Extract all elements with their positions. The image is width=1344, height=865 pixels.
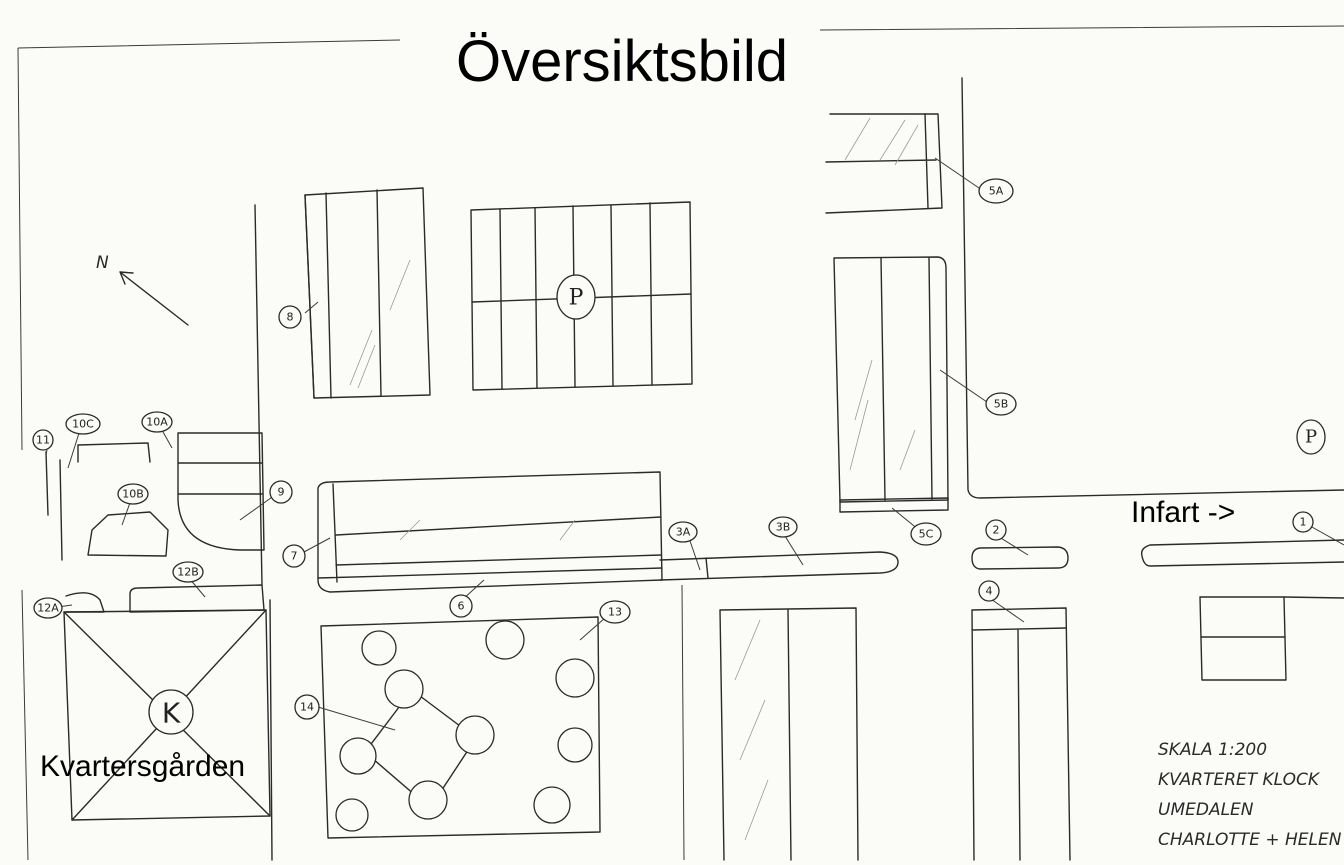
building-3a-3b [659,551,899,581]
marker-3a: 3A [668,521,698,543]
courtyard-label: Kvartersgården [40,750,246,783]
marker-label: 14 [300,701,314,714]
property-borders [17,25,1344,861]
marker-11: 11 [32,429,54,451]
marker-label: 5B [994,398,1009,411]
north-arrow: N [96,253,189,326]
parking-lot-east: P [1296,419,1326,455]
drawing-notes: SKALA 1:200 KVARTERET KLOCK UMEDALEN CHA… [1158,735,1341,855]
parking-symbol-east: P [1305,427,1317,448]
buildings-12 [65,584,265,613]
parking-lot-main: P [470,201,693,391]
marker-6: 6 [449,594,473,618]
marker-10a: 10A [141,411,173,433]
marker-label: 8 [287,311,294,324]
marker-label: 2 [993,524,1000,537]
marker-label: 13 [608,606,622,619]
marker-label: 9 [278,486,285,499]
marker-label: 3A [676,526,691,539]
buildings-10-11 [45,442,169,561]
marker-7: 7 [282,544,306,568]
marker-9: 9 [269,480,293,504]
courtyard-symbol: K [162,697,181,730]
marker-1: 1 [1292,511,1314,533]
marker-label: 5C [919,528,934,541]
marker-label: 12B [177,566,199,579]
marker-5a: 5A [978,178,1014,204]
authors-note: CHARLOTTE + HELEN [1158,830,1342,850]
trees [335,620,595,832]
building-6-7 [317,471,663,593]
marker-label: 11 [36,434,50,447]
marker-3b: 3B [768,516,798,538]
area-note: UMEDALEN [1158,800,1254,820]
building-east [1199,596,1344,681]
building-1 [1140,539,1344,567]
building-8 [304,187,431,399]
entrance-label: Infart -> [1131,496,1236,529]
building-4 [971,607,1071,861]
marker-12a: 12A [33,597,63,619]
marker-12b: 12B [172,561,204,583]
marker-5c: 5C [910,522,942,546]
building-5b [833,256,949,513]
marker-8: 8 [278,305,302,329]
marker-label: 3B [776,521,791,534]
marker-label: 6 [458,600,465,613]
building-2 [971,546,1069,570]
marker-label: 10C [72,418,94,431]
marker-13: 13 [599,600,631,624]
marker-2: 2 [985,519,1007,541]
marker-label: 5A [989,185,1004,198]
scale-note: SKALA 1:200 [1158,740,1268,760]
park-area [320,616,601,839]
marker-label: 10A [146,416,168,429]
marker-14: 14 [294,694,320,720]
leader-lines [45,157,1344,731]
building-markers: 1 2 3A 3B 4 5A 5B 5C 6 7 8 9 10A 10B 10C… [32,178,1314,720]
marker-5b: 5B [985,392,1017,416]
building-south [719,607,859,861]
marker-10c: 10C [65,413,101,435]
block-note: KVARTERET KLOCK [1158,770,1320,790]
building-9 [177,432,265,551]
building-5a [825,113,943,214]
page-title: Översiktsbild [456,29,788,94]
marker-label: 4 [986,585,993,598]
marker-10b: 10B [117,483,149,505]
marker-label: 10B [122,488,144,501]
parking-symbol: P [569,286,584,311]
marker-label: 1 [1300,516,1307,529]
courtyard-block: K [63,609,271,821]
marker-label: 12A [37,602,59,615]
marker-4: 4 [978,580,1000,602]
marker-label: 7 [291,550,298,563]
north-label: N [96,253,109,273]
